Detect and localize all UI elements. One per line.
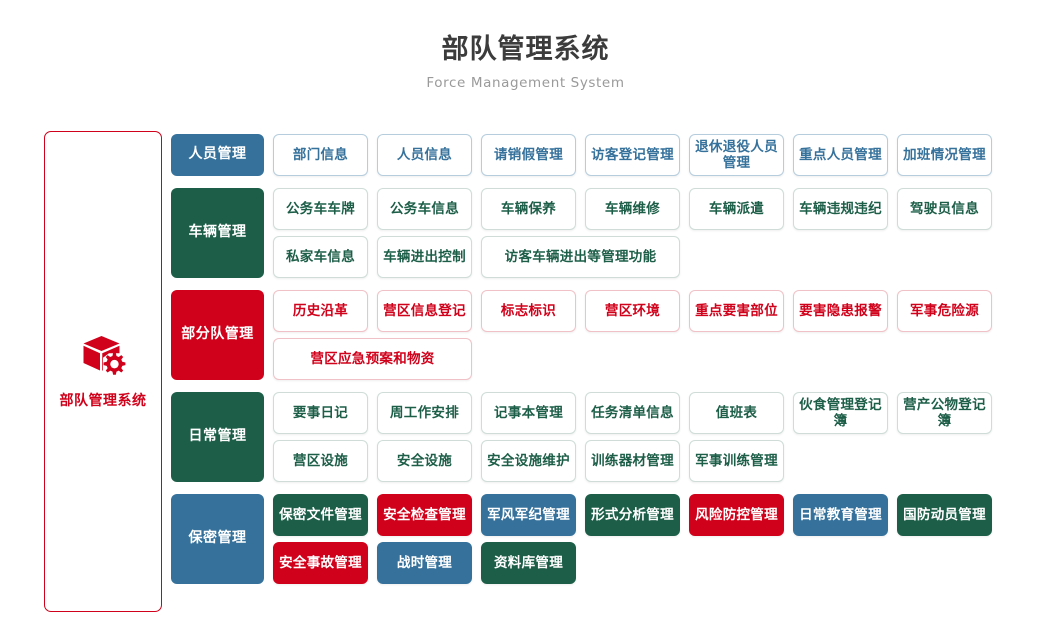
module-button[interactable]: 记事本管理 <box>481 392 576 434</box>
module-button[interactable]: 值班表 <box>689 392 784 434</box>
module-button-list: 保密文件管理安全检查管理军风军纪管理形式分析管理风险防控管理日常教育管理国防动员… <box>273 491 1043 587</box>
cube-gear-icon <box>83 336 126 375</box>
page-subtitle: Force Management System <box>426 75 625 92</box>
module-button[interactable]: 部门信息 <box>273 134 368 176</box>
module-button[interactable]: 营产公物登记簿 <box>897 392 992 434</box>
module-button[interactable]: 车辆保养 <box>481 188 576 230</box>
module-button[interactable]: 车辆派遣 <box>689 188 784 230</box>
module-button[interactable]: 安全事故管理 <box>273 542 368 584</box>
module-button-list: 要事日记周工作安排记事本管理任务清单信息值班表伙食管理登记簿营产公物登记簿营区设… <box>273 389 1043 485</box>
category-button[interactable]: 人员管理 <box>171 134 264 176</box>
module-button[interactable]: 人员信息 <box>377 134 472 176</box>
module-button[interactable]: 营区信息登记 <box>377 290 472 332</box>
module-button[interactable]: 形式分析管理 <box>585 494 680 536</box>
module-button-list: 历史沿革营区信息登记标志标识营区环境重点要害部位要害隐患报警军事危险源营区应急预… <box>273 287 1043 383</box>
module-button[interactable]: 资料库管理 <box>481 542 576 584</box>
module-button-list: 公务车车牌公务车信息车辆保养车辆维修车辆派遣车辆违规违纪驾驶员信息私家车信息车辆… <box>273 185 1043 281</box>
module-section: 车辆管理公务车车牌公务车信息车辆保养车辆维修车辆派遣车辆违规违纪驾驶员信息私家车… <box>171 185 1043 281</box>
sidebar-brand-label: 部队管理系统 <box>59 393 147 409</box>
module-button[interactable]: 重点人员管理 <box>793 134 888 176</box>
module-section: 日常管理要事日记周工作安排记事本管理任务清单信息值班表伙食管理登记簿营产公物登记… <box>171 389 1043 485</box>
module-button[interactable]: 伙食管理登记簿 <box>793 392 888 434</box>
page-title: 部队管理系统 <box>441 34 610 65</box>
sidebar-brand-panel[interactable]: 部队管理系统 <box>44 131 162 612</box>
module-button[interactable]: 私家车信息 <box>273 236 368 278</box>
module-button[interactable]: 任务清单信息 <box>585 392 680 434</box>
module-button[interactable]: 驾驶员信息 <box>897 188 992 230</box>
module-button[interactable]: 访客车辆进出等管理功能 <box>481 236 680 278</box>
module-button[interactable]: 训练器材管理 <box>585 440 680 482</box>
module-grid: 人员管理部门信息人员信息请销假管理访客登记管理退休退役人员管理重点人员管理加班情… <box>171 131 1043 593</box>
module-button[interactable]: 重点要害部位 <box>689 290 784 332</box>
module-button[interactable]: 访客登记管理 <box>585 134 680 176</box>
module-button[interactable]: 国防动员管理 <box>897 494 992 536</box>
category-button[interactable]: 保密管理 <box>171 494 264 584</box>
module-button[interactable]: 标志标识 <box>481 290 576 332</box>
module-button[interactable]: 营区应急预案和物资 <box>273 338 472 380</box>
module-button[interactable]: 风险防控管理 <box>689 494 784 536</box>
category-button[interactable]: 部分队管理 <box>171 290 264 380</box>
module-button[interactable]: 车辆进出控制 <box>377 236 472 278</box>
module-button[interactable]: 公务车信息 <box>377 188 472 230</box>
module-button[interactable]: 退休退役人员管理 <box>689 134 784 176</box>
module-button[interactable]: 日常教育管理 <box>793 494 888 536</box>
module-button[interactable]: 营区设施 <box>273 440 368 482</box>
module-button[interactable]: 请销假管理 <box>481 134 576 176</box>
module-button[interactable]: 军事危险源 <box>897 290 992 332</box>
module-section: 人员管理部门信息人员信息请销假管理访客登记管理退休退役人员管理重点人员管理加班情… <box>171 131 1043 179</box>
module-button[interactable]: 战时管理 <box>377 542 472 584</box>
module-button[interactable]: 加班情况管理 <box>897 134 992 176</box>
category-button[interactable]: 车辆管理 <box>171 188 264 278</box>
module-button[interactable]: 安全设施 <box>377 440 472 482</box>
module-button[interactable]: 车辆维修 <box>585 188 680 230</box>
module-button[interactable]: 营区环境 <box>585 290 680 332</box>
module-button[interactable]: 安全设施维护 <box>481 440 576 482</box>
module-section: 部分队管理历史沿革营区信息登记标志标识营区环境重点要害部位要害隐患报警军事危险源… <box>171 287 1043 383</box>
module-button[interactable]: 保密文件管理 <box>273 494 368 536</box>
module-button[interactable]: 公务车车牌 <box>273 188 368 230</box>
module-button[interactable]: 安全检查管理 <box>377 494 472 536</box>
module-button[interactable]: 周工作安排 <box>377 392 472 434</box>
page-header: 部队管理系统 Force Management System <box>0 0 1051 91</box>
module-button[interactable]: 要害隐患报警 <box>793 290 888 332</box>
main-content: 部队管理系统 人员管理部门信息人员信息请销假管理访客登记管理退休退役人员管理重点… <box>0 131 1051 612</box>
module-button[interactable]: 要事日记 <box>273 392 368 434</box>
module-button[interactable]: 军事训练管理 <box>689 440 784 482</box>
module-button[interactable]: 车辆违规违纪 <box>793 188 888 230</box>
category-button[interactable]: 日常管理 <box>171 392 264 482</box>
module-button-list: 部门信息人员信息请销假管理访客登记管理退休退役人员管理重点人员管理加班情况管理 <box>273 131 1043 179</box>
module-section: 保密管理保密文件管理安全检查管理军风军纪管理形式分析管理风险防控管理日常教育管理… <box>171 491 1043 587</box>
module-button[interactable]: 历史沿革 <box>273 290 368 332</box>
module-button[interactable]: 军风军纪管理 <box>481 494 576 536</box>
